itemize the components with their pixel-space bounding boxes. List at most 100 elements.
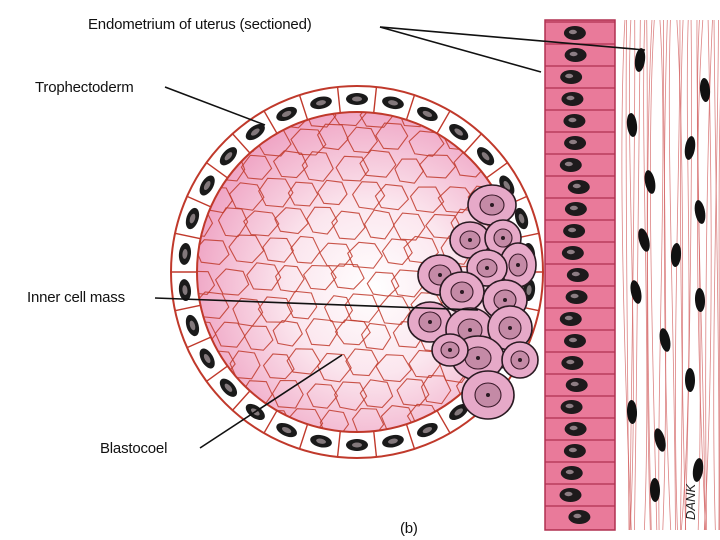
stroma-nucleus	[630, 280, 642, 304]
blastocoel-cell	[290, 235, 321, 264]
blastocoel-cell	[519, 153, 548, 180]
blastocoel-cell	[243, 210, 280, 237]
nucleus-highlight	[569, 139, 578, 145]
trophectoderm-cell-border	[486, 162, 508, 179]
nucleus-highlight	[316, 100, 326, 106]
nucleus-highlight	[352, 442, 362, 448]
nucleus-highlight	[481, 152, 490, 161]
blastocoel-cell	[319, 242, 353, 267]
blastocoel-cell	[243, 325, 274, 351]
blastocoel-cell	[262, 237, 295, 263]
blastocoel-cell	[351, 181, 386, 210]
icm-nucleolus	[460, 290, 464, 294]
nucleus-highlight	[503, 180, 511, 191]
blastocoel-cell	[394, 158, 425, 184]
trophectoderm-cell-border	[263, 110, 278, 134]
blastocoel-leader	[199, 354, 343, 449]
stroma-nucleus	[654, 428, 666, 452]
blastocoel-cell	[319, 409, 350, 432]
inner-cell-mass-leader	[154, 297, 479, 311]
blastocoel-cell	[271, 379, 304, 409]
trophectoderm-cell-border	[336, 431, 341, 458]
blastocoel-cell	[363, 209, 395, 240]
stroma-fiber	[705, 19, 713, 531]
nucleus-highlight	[564, 315, 573, 321]
blastocoel-cell	[240, 154, 273, 180]
nucleus-highlight	[182, 248, 188, 259]
label-blastocoel: Blastocoel	[100, 440, 168, 457]
blastocoel-cell	[351, 407, 385, 432]
blastocoel-cell	[258, 177, 294, 208]
blastocoel-cell	[229, 350, 261, 380]
blastocoel-cell	[360, 322, 392, 351]
nucleus-highlight	[568, 337, 577, 343]
icm-nucleolus	[476, 356, 480, 360]
stroma-nucleus	[626, 113, 638, 137]
icm-nucleolus	[490, 203, 494, 207]
nucleus-highlight	[564, 161, 573, 167]
blastocoel-cell	[331, 210, 366, 240]
trophectoderm-cell-border	[232, 133, 251, 154]
blastocoel-cell	[397, 112, 430, 128]
nucleus-highlight	[568, 29, 577, 35]
trophectoderm-cell-border	[336, 86, 341, 113]
blastocoel-cell	[197, 270, 216, 295]
stroma-fiber	[680, 19, 690, 531]
trophectoderm-cell-border	[298, 423, 309, 450]
label-panel: (b)	[400, 520, 418, 537]
blastocoel-cell	[228, 182, 265, 211]
trophectoderm-cell-border	[206, 365, 228, 382]
nucleus-highlight	[568, 447, 577, 453]
stroma-nucleus	[694, 288, 706, 312]
blastocoel-cell	[345, 348, 379, 377]
endometrium-stroma	[621, 19, 720, 531]
blastocoel-cell	[290, 128, 327, 156]
blastocoel-cell	[359, 149, 397, 178]
stroma-fiber	[663, 19, 672, 531]
blastocoel-cell	[274, 207, 309, 235]
nucleus-highlight	[182, 285, 188, 296]
stroma-fiber	[697, 19, 707, 531]
trophectoderm-cell-border	[405, 423, 416, 450]
blastocoel-cell	[286, 348, 322, 375]
leader-lines	[154, 26, 646, 449]
trophectoderm-cell-border	[232, 390, 251, 411]
nucleus-highlight	[569, 205, 578, 211]
stroma-nucleus	[684, 136, 696, 160]
stroma-fiber	[684, 19, 692, 531]
stroma-fiber	[649, 19, 658, 531]
blastocoel-cell	[214, 268, 250, 296]
trophectoderm-cell-border	[263, 410, 278, 434]
blastocoel-cell	[262, 353, 295, 380]
blastocoel-cell	[359, 112, 393, 128]
nucleus-highlight	[526, 285, 532, 296]
blastocoel-cell	[377, 295, 412, 326]
blastocoel-cell	[286, 290, 318, 320]
blastocoel-cell	[330, 112, 368, 127]
nucleus-highlight	[518, 213, 525, 224]
nucleus-highlight	[566, 249, 575, 255]
blastocoel-cell	[396, 378, 430, 407]
nucleus-highlight	[251, 128, 260, 136]
stroma-nucleus	[692, 458, 704, 482]
blastocoel-cell	[375, 122, 409, 150]
nucleus-highlight	[316, 438, 326, 444]
icm-nucleolus	[503, 298, 507, 302]
blastocoel-cell	[316, 123, 349, 151]
nucleus-highlight	[565, 73, 574, 79]
nucleus-highlight	[569, 51, 578, 57]
blastocoel-cell	[335, 155, 370, 182]
trophectoderm-cell-border	[298, 94, 309, 121]
stroma-fiber	[662, 19, 667, 531]
artist-signature: DANK	[683, 483, 698, 520]
stroma-fiber	[658, 19, 664, 531]
endometrium-leader-1	[379, 26, 646, 51]
blastocoel-cell	[301, 151, 334, 182]
stroma-nucleus	[694, 200, 706, 224]
nucleus-highlight	[388, 100, 398, 106]
nucleus-highlight	[568, 117, 577, 123]
trophectoderm-cell-border	[174, 304, 201, 312]
blastocoel-cell	[346, 126, 379, 154]
blastocoel-cell	[257, 296, 294, 323]
